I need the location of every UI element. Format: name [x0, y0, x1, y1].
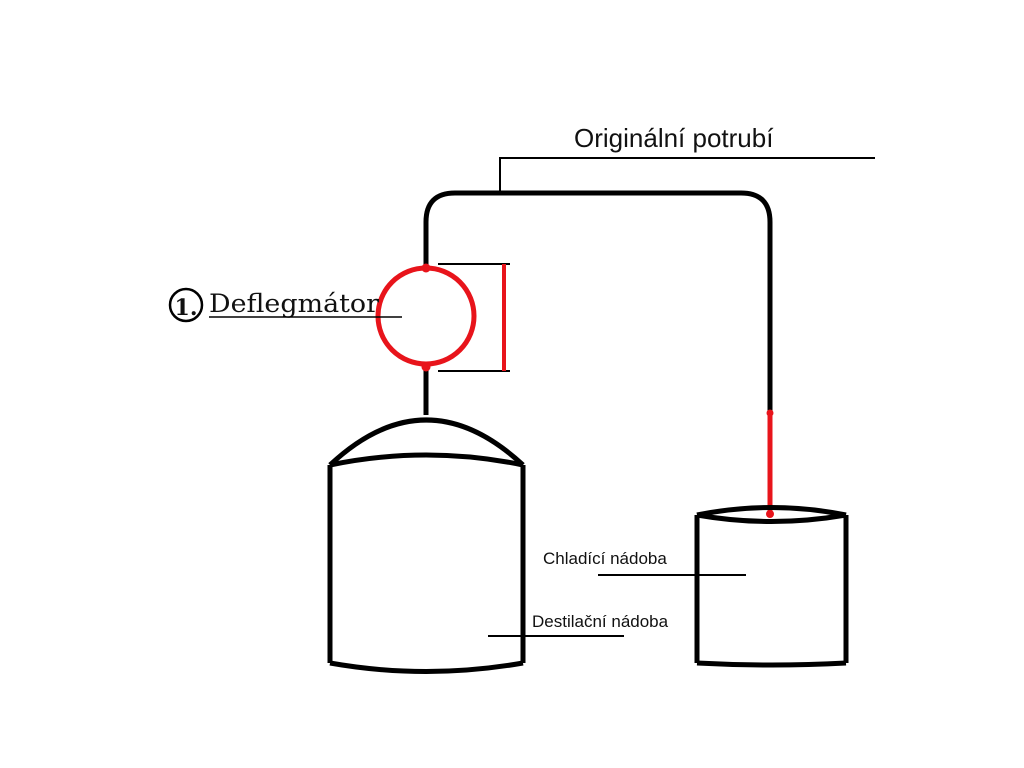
cooling-vessel: [694, 505, 849, 668]
distillation-vessel: [327, 417, 526, 674]
dephlegmator-top-joint: [421, 263, 431, 273]
step-number-label: 1.: [175, 295, 198, 321]
pipe-joint-top: [766, 409, 774, 417]
dephlegmator-label: Deflegmátor: [209, 289, 379, 318]
cooling-vessel-label: Chladící nádoba: [543, 549, 667, 568]
dephlegmator-bottom-joint: [421, 362, 431, 372]
overhead-pipe: [423, 190, 773, 416]
pipe-joint-bottom: [766, 510, 774, 518]
original-pipe-label: Originální potrubí: [574, 123, 774, 153]
original-pipe-leader: [499, 157, 875, 191]
dephlegmator-circle: [375, 265, 477, 367]
step-number-badge: [168, 287, 204, 323]
distillation-vessel-label: Destilační nádoba: [532, 612, 669, 631]
